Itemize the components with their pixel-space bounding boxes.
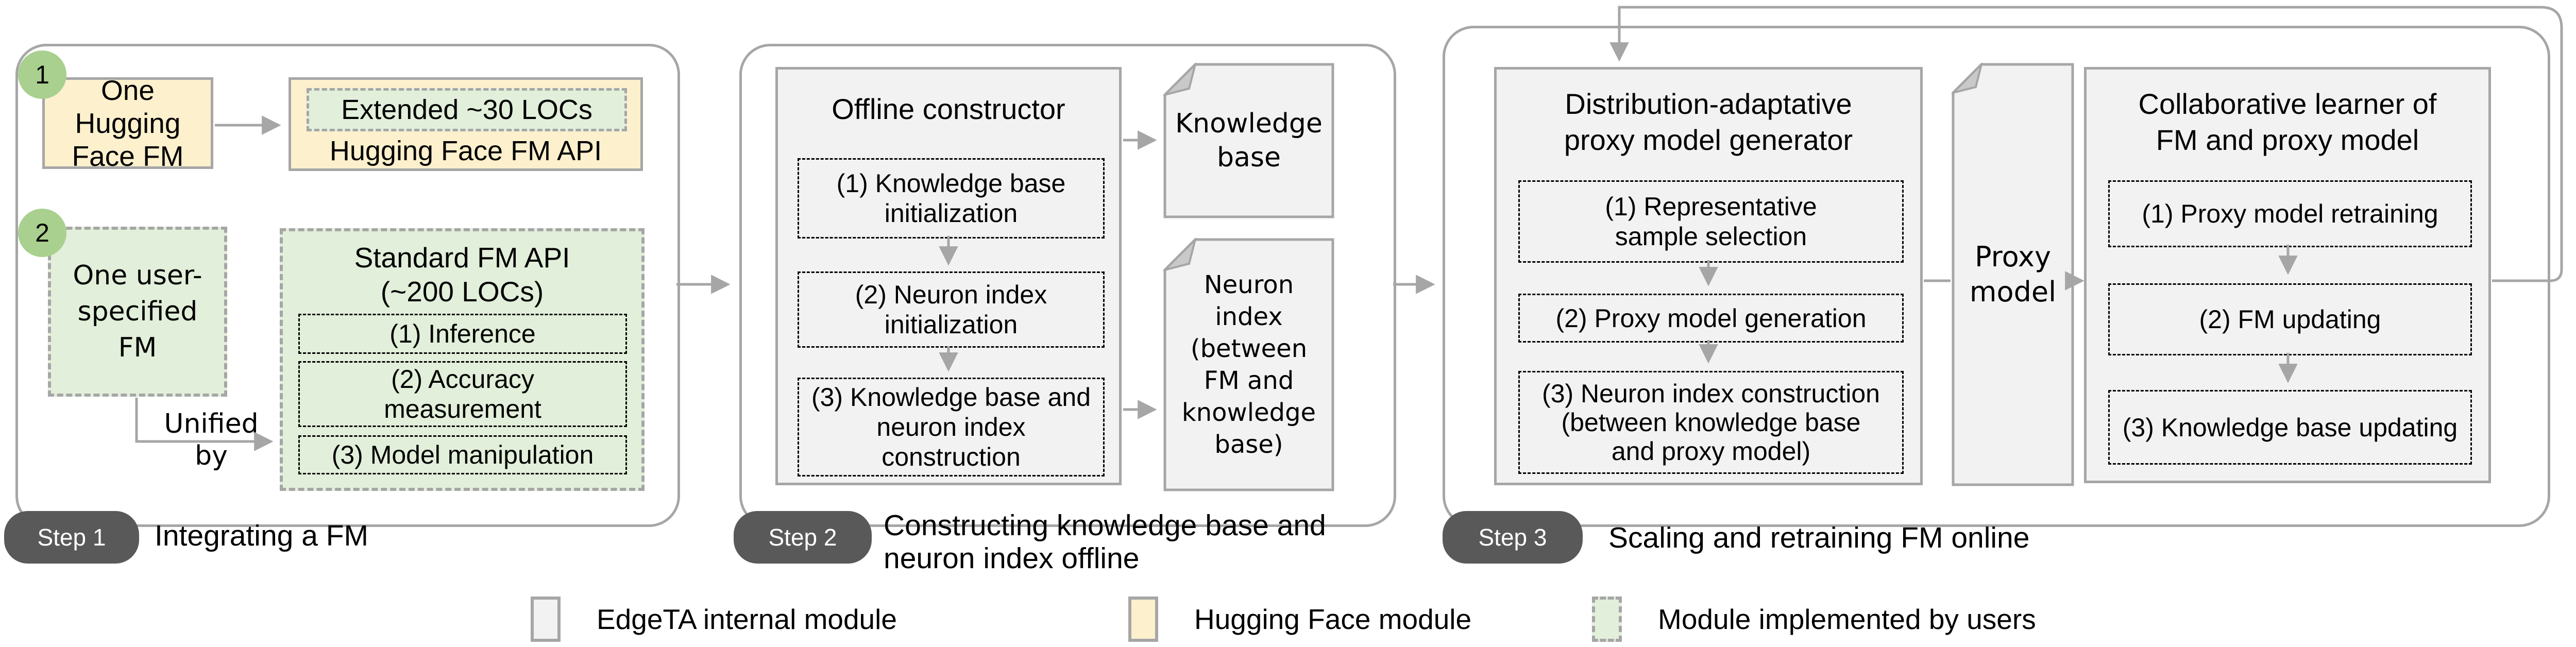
constructor-item-ni-init: (2) Neuron index initialization (798, 271, 1105, 348)
step1-circle-2: 2 (18, 209, 66, 257)
hf-api-box: Extended ~30 LOCs Hugging Face FM API (289, 77, 643, 171)
legend-item-users: Module implemented by users (1592, 595, 2036, 643)
proxy-model-doc: Proxy model (1950, 61, 2074, 486)
std-api-item-manipulation: (3) Model manipulation (298, 435, 627, 474)
step1-caption: Integrating a FM (155, 519, 369, 552)
step2-badge: Step 2 (734, 511, 872, 564)
constructor-item-construction: (3) Knowledge base and neuron index cons… (798, 378, 1105, 476)
circle-1-label: 1 (35, 60, 49, 89)
hugging-face-fm-label: One Hugging Face FM (72, 74, 184, 172)
legend-label-internal: EdgeTA internal module (597, 603, 897, 635)
constructor-item-kb-init: (1) Knowledge base initialization (798, 158, 1105, 239)
learner-item-fm-updating: (2) FM updating (2108, 283, 2472, 355)
std-api-item-inference: (1) Inference (298, 314, 627, 354)
hf-api-label-wrap: Hugging Face FM API (291, 132, 640, 169)
legend-item-internal: EdgeTA internal module (531, 595, 897, 643)
std-api-item-accuracy: (2) Accuracy measurement (298, 361, 627, 427)
step2-badge-label: Step 2 (768, 524, 837, 551)
extended-locs-box: Extended ~30 LOCs (307, 88, 627, 131)
extended-locs-label: Extended ~30 LOCs (341, 94, 592, 125)
neuron-index-doc-label: Neuron index (between FM and knowledge b… (1181, 270, 1316, 459)
generator-item-proxy-generation: (2) Proxy model generation (1518, 294, 1904, 343)
offline-constructor-box: Offline constructor (1) Knowledge base i… (775, 67, 1122, 485)
knowledge-base-doc: Knowledge base (1161, 61, 1334, 218)
step3-badge-label: Step 3 (1478, 524, 1547, 551)
generator-item-sample-selection: (1) Representative sample selection (1518, 180, 1904, 263)
proxy-generator-title: Distribution-adaptative proxy model gene… (1564, 88, 1853, 156)
learner-item-proxy-retraining: (1) Proxy model retraining (2108, 180, 2472, 247)
circle-2-label: 2 (35, 218, 49, 247)
hugging-face-fm-box: One Hugging Face FM (42, 74, 213, 172)
offline-constructor-title: Offline constructor (832, 93, 1065, 125)
collaborative-learner-title: Collaborative learner of FM and proxy mo… (2138, 88, 2437, 156)
legend-item-huggingface: Hugging Face module (1128, 595, 1471, 643)
step1-badge-label: Step 1 (37, 524, 106, 551)
legend-label-users: Module implemented by users (1658, 603, 2036, 635)
step1-badge: Step 1 (4, 511, 139, 564)
learner-item-kb-updating: (3) Knowledge base updating (2108, 390, 2472, 465)
legend-label-huggingface: Hugging Face module (1194, 603, 1472, 635)
unified-by-label: Unified by (164, 408, 259, 471)
neuron-index-doc-shape (1161, 236, 1334, 491)
neuron-index-doc: Neuron index (between FM and knowledge b… (1161, 236, 1334, 491)
step3-caption: Scaling and retraining FM online (1608, 521, 2030, 554)
hf-api-label: Hugging Face FM API (329, 135, 602, 166)
user-specified-fm-label: One user- specified FM (73, 260, 202, 363)
proxy-generator-box: Distribution-adaptative proxy model gene… (1494, 67, 1923, 485)
step1-circle-1: 1 (18, 50, 66, 99)
user-specified-fm-box: One user- specified FM (48, 227, 227, 397)
proxy-model-doc-label: Proxy model (1969, 241, 2057, 308)
collaborative-learner-box: Collaborative learner of FM and proxy mo… (2084, 67, 2491, 483)
step2-caption: Constructing knowledge base and neuron i… (884, 509, 1326, 575)
legend-swatch-internal (531, 597, 561, 642)
legend-swatch-users (1592, 597, 1622, 642)
knowledge-base-doc-label: Knowledge base (1175, 108, 1323, 173)
knowledge-base-doc-shape (1161, 61, 1334, 218)
standard-fm-api-box: Standard FM API (~200 LOCs) (1) Inferenc… (280, 228, 645, 491)
step3-badge: Step 3 (1443, 511, 1583, 564)
legend-swatch-huggingface (1128, 597, 1158, 642)
generator-item-index-construction: (3) Neuron index construction (between k… (1518, 371, 1904, 474)
standard-fm-api-title: Standard FM API (~200 LOCs) (354, 242, 570, 308)
